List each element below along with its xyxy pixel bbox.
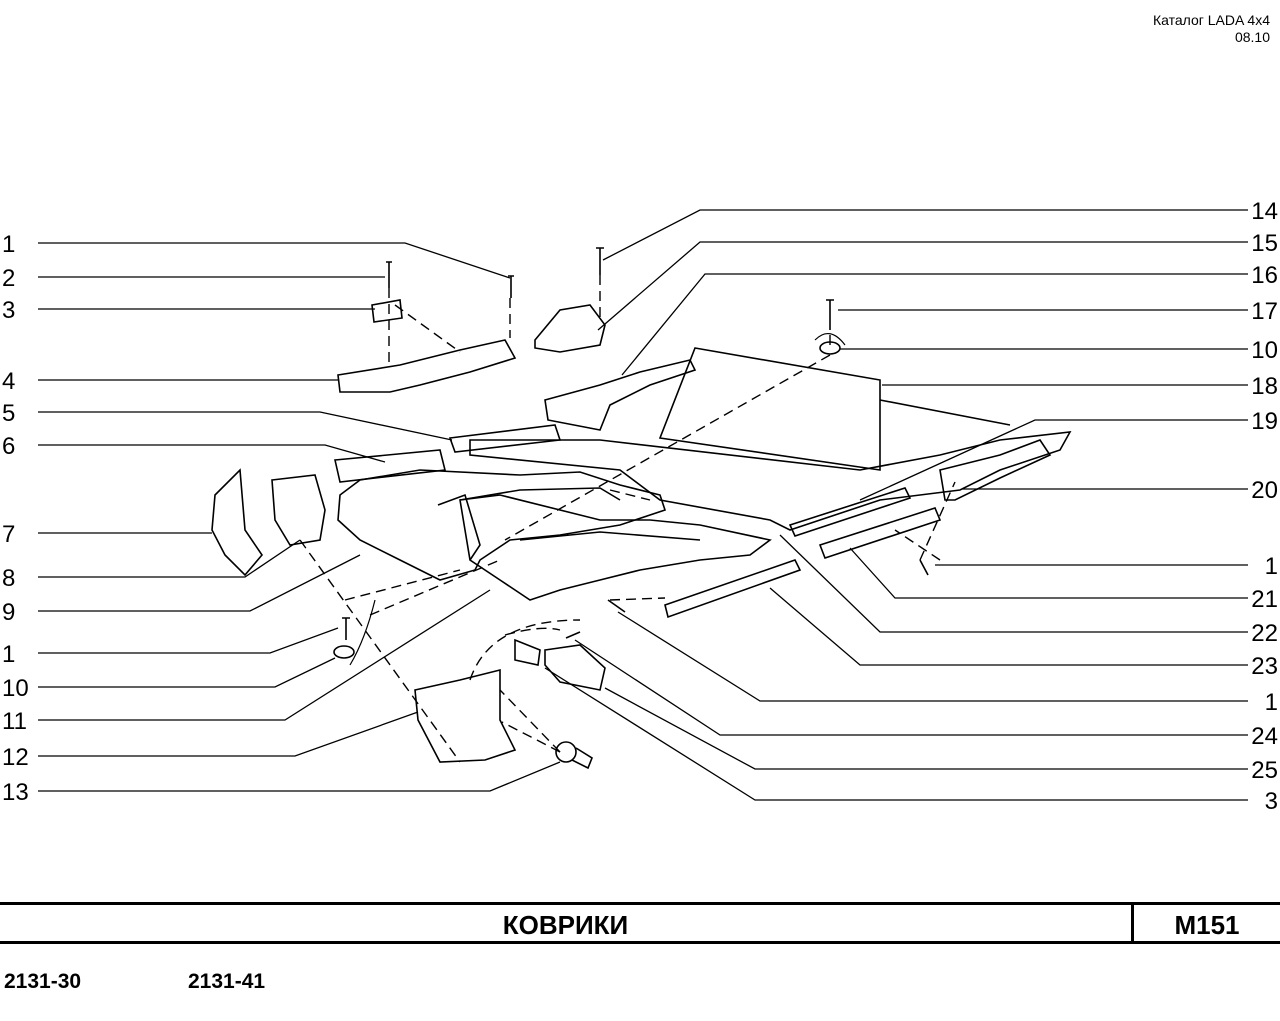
front-tunnel-mat	[337, 469, 667, 581]
callout-right-4: 10	[1251, 337, 1278, 364]
sill-right-22	[788, 487, 912, 537]
sill-mid	[448, 424, 562, 453]
callout-right-2: 16	[1251, 262, 1278, 289]
callout-left-3: 4	[2, 368, 15, 395]
page-title: КОВРИКИ	[0, 905, 1134, 941]
callout-right-15: 3	[1265, 788, 1278, 815]
callouts-right: 14 15 16 17 10 18 19 20 1 21 22 23 1 24 …	[1251, 198, 1278, 815]
callout-left-0: 1	[2, 231, 15, 258]
callout-left-11: 11	[2, 708, 27, 735]
fastener-13	[555, 741, 577, 763]
callout-right-0: 14	[1251, 198, 1278, 225]
callout-right-1: 15	[1251, 230, 1278, 257]
catalog-name: Каталог LADA 4x4	[1152, 12, 1270, 28]
model-code-1: 2131-30	[4, 970, 82, 993]
sill-23	[664, 559, 802, 619]
callout-left-13: 13	[2, 779, 29, 806]
callout-left-9: 1	[2, 641, 15, 668]
sill-right-21	[818, 507, 942, 559]
screws	[342, 247, 929, 640]
callout-left-7: 8	[2, 565, 15, 592]
rear-floor-mat	[469, 431, 1072, 531]
model-code-2: 2131-41	[188, 970, 266, 993]
callout-left-1: 2	[2, 265, 15, 292]
callout-right-5: 18	[1251, 373, 1278, 400]
floor-mats-diagram: 1 2 3 4 5 6 7 8 9 1 10 11 12 13 14 15 16…	[2, 198, 1278, 815]
callout-right-9: 21	[1251, 586, 1278, 613]
callout-right-12: 1	[1265, 689, 1278, 716]
trim-7	[211, 468, 264, 577]
seat-back-panel	[658, 347, 881, 471]
callouts-left: 1 2 3 4 5 6 7 8 9 1 10 11 12 13	[2, 231, 29, 806]
sill-left	[334, 449, 446, 483]
callout-right-3: 17	[1251, 298, 1278, 325]
callout-right-13: 24	[1251, 723, 1278, 750]
cover-4	[337, 339, 517, 393]
bracket-12	[414, 668, 517, 763]
callout-left-12: 12	[2, 744, 29, 771]
callout-left-6: 7	[2, 521, 15, 548]
page-code: M151	[1174, 910, 1240, 940]
callout-left-10: 10	[2, 675, 29, 702]
title-bar: КОВРИКИ M151	[0, 902, 1280, 944]
tunnel-rear	[544, 359, 697, 431]
callout-left-8: 9	[2, 599, 15, 626]
callout-left-2: 3	[2, 297, 15, 324]
callout-right-7: 20	[1251, 477, 1278, 504]
clip-25	[544, 644, 606, 691]
callout-right-11: 23	[1251, 653, 1278, 680]
trim-8	[271, 474, 326, 546]
callout-right-6: 19	[1251, 408, 1278, 435]
callout-right-14: 25	[1251, 757, 1278, 784]
catalog-header: Каталог LADA 4x4 08.10	[1153, 12, 1270, 46]
bracket-15	[534, 304, 606, 353]
callout-right-10: 22	[1251, 620, 1278, 647]
callout-right-8: 1	[1265, 553, 1278, 580]
callout-left-4: 5	[2, 400, 15, 427]
callout-left-5: 6	[2, 433, 15, 460]
catalog-date: 08.10	[1234, 29, 1270, 45]
footwell-mat	[459, 494, 772, 601]
